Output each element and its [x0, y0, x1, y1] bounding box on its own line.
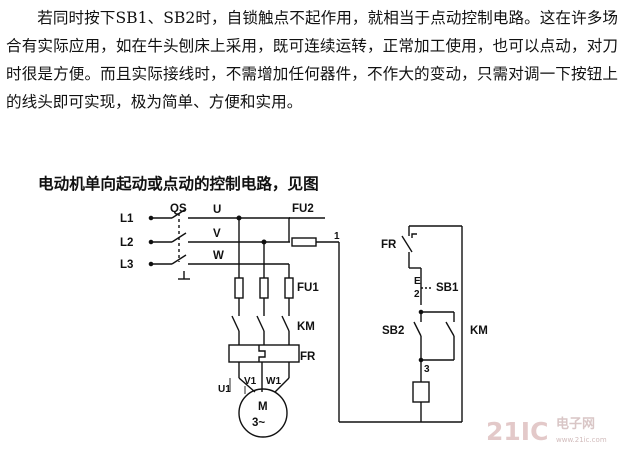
- watermark-logo: 21IC 电子网 www.21ic.com: [486, 416, 607, 446]
- l1-label: L1: [120, 213, 134, 225]
- fu2-label: FU2: [292, 203, 314, 215]
- phase-buses: [205, 215, 290, 278]
- svg-text:21IC: 21IC: [486, 417, 548, 446]
- fu1-label: FU1: [297, 282, 319, 294]
- motor-rating: 3~: [252, 417, 265, 429]
- phase-u-label: U: [213, 204, 221, 216]
- terminal-w1-label: W1: [266, 376, 281, 387]
- qs-switch: [171, 208, 205, 280]
- node-2-label: 2: [414, 289, 420, 300]
- fr-thermal-relay: [228, 344, 300, 378]
- terminal-u1-label: U1: [218, 384, 231, 395]
- fr-contact-label: FR: [381, 239, 397, 251]
- svg-text:电子网: 电子网: [556, 416, 595, 432]
- control-circuit: [289, 217, 463, 423]
- node-3-label: 3: [424, 364, 430, 375]
- figure-caption: 电动机单向起动或点动的控制电路，见图: [38, 175, 319, 193]
- phase-v-label: V: [213, 228, 221, 240]
- supply-lines: [148, 215, 172, 267]
- l2-label: L2: [120, 237, 133, 249]
- fr-main-label: FR: [300, 351, 316, 363]
- l3-label: L3: [120, 259, 133, 271]
- sb1-label: SB1: [436, 282, 459, 294]
- terminal-v1-label: V1: [244, 376, 257, 387]
- km-aux-label: KM: [470, 325, 488, 337]
- description-paragraph: 若同时按下SB1、SB2时，自锁触点不起作用，就相当于点动控制电路。这在许多场合…: [6, 4, 618, 116]
- qs-label: QS: [170, 203, 187, 215]
- phase-w-label: W: [213, 250, 224, 262]
- node-e-label: E: [414, 276, 421, 287]
- km-main-contacts: [231, 315, 290, 345]
- km-main-label: KM: [297, 321, 315, 333]
- motor-symbol: [238, 388, 288, 438]
- fu1-fuses: [234, 277, 294, 316]
- node-1-label: 1: [334, 231, 340, 242]
- paragraph-text: 若同时按下SB1、SB2时，自锁触点不起作用，就相当于点动控制电路。这在许多场合…: [6, 9, 618, 111]
- svg-text:www.21ic.com: www.21ic.com: [556, 436, 607, 444]
- motor-label: M: [258, 401, 268, 413]
- sb2-label: SB2: [382, 325, 404, 337]
